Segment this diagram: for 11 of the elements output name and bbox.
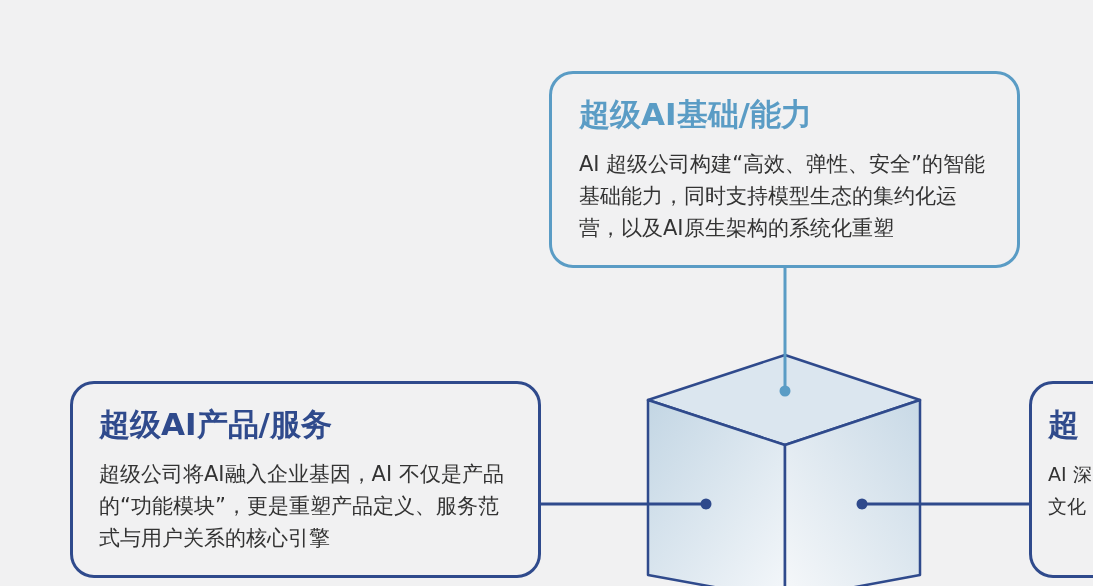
card-title: 超级AI产品/服务 [99, 406, 332, 444]
connector-line [541, 498, 712, 510]
card-title: 超级AI基础/能力 [579, 96, 812, 134]
card-description: AI 超级公司构建“高效、弹性、安全”的智能基础能力，同时支持模型生态的集约化运营，以及AI原生架构的系统化重塑 [579, 151, 986, 242]
card-title: 超 [1048, 406, 1079, 444]
connector-line [779, 268, 791, 397]
connector-line [856, 498, 1029, 510]
text-card [549, 71, 1020, 268]
text-card [70, 381, 541, 578]
card-description: AI 深文化 [1048, 462, 1093, 519]
card-description: 超级公司将AI融入企业基因，AI 不仅是产品的“功能模块”，更是重塑产品定义、服务范式与用户关系的核心引擎 [99, 461, 505, 552]
